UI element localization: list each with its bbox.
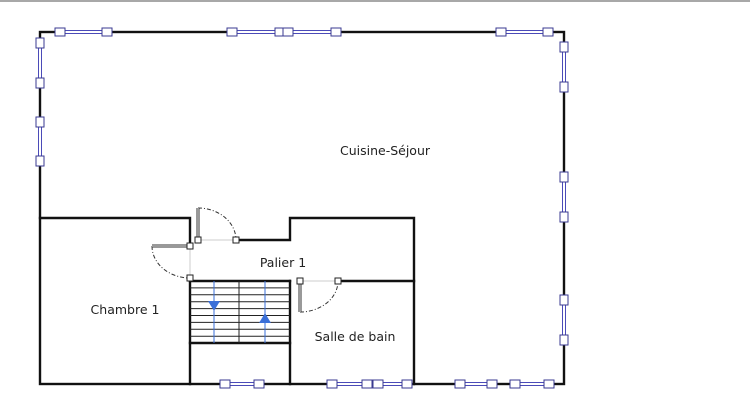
window <box>226 27 286 37</box>
window-gap <box>378 381 407 387</box>
window-gap <box>60 29 107 35</box>
window-jamb <box>219 379 231 389</box>
window <box>54 27 113 37</box>
window-jamb <box>486 379 498 389</box>
window <box>495 27 554 37</box>
palier-wall-top <box>234 216 416 386</box>
door-jamb <box>232 236 240 244</box>
window-jamb <box>101 27 113 37</box>
window <box>454 379 498 389</box>
window-jamb <box>559 334 569 346</box>
door-jamb <box>186 242 194 250</box>
staircase <box>190 281 290 343</box>
window <box>372 379 413 389</box>
exterior-wall <box>38 30 566 386</box>
window-gap <box>332 381 367 387</box>
window <box>559 41 569 93</box>
window-jamb <box>282 27 294 37</box>
window-gap <box>501 29 548 35</box>
window-gap <box>561 177 567 217</box>
window-gap <box>561 47 567 87</box>
walls <box>38 30 566 386</box>
window-jamb <box>509 379 521 389</box>
window-jamb <box>559 211 569 223</box>
window-jamb <box>361 379 373 389</box>
door-swing-arc <box>151 245 191 279</box>
window-gap <box>561 300 567 340</box>
top-border <box>0 0 750 2</box>
window-jamb <box>542 27 554 37</box>
door-jamb <box>296 277 304 285</box>
room-label-chambre: Chambre 1 <box>91 302 160 317</box>
window-jamb <box>559 171 569 183</box>
doors <box>151 207 342 313</box>
chambre-wall-top <box>38 216 192 248</box>
window-jamb <box>454 379 466 389</box>
window <box>35 116 45 167</box>
window-jamb <box>54 27 66 37</box>
door-swing-arc <box>299 280 339 313</box>
window-jamb <box>543 379 555 389</box>
door-jamb <box>334 277 342 285</box>
window-jamb <box>559 41 569 53</box>
window-jamb <box>330 27 342 37</box>
stair-arrow-up-icon <box>259 313 271 323</box>
window <box>35 37 45 89</box>
window-gap <box>37 122 43 161</box>
window-jamb <box>35 155 45 167</box>
door-jamb <box>194 236 202 244</box>
window-jamb <box>35 116 45 128</box>
window-jamb <box>226 27 238 37</box>
door-sejour <box>194 207 240 244</box>
windows <box>35 27 569 389</box>
window-jamb <box>559 81 569 93</box>
room-label-palier: Palier 1 <box>260 255 306 270</box>
window <box>559 171 569 223</box>
window <box>326 379 373 389</box>
window-jamb <box>326 379 338 389</box>
window-jamb <box>372 379 384 389</box>
room-label-cuisine-sejour: Cuisine-Séjour <box>340 143 431 158</box>
door-chambre <box>151 242 194 282</box>
window-gap <box>37 43 43 83</box>
window-jamb <box>35 37 45 49</box>
window-jamb <box>35 77 45 89</box>
window <box>282 27 342 37</box>
window-jamb <box>559 294 569 306</box>
window-gap <box>288 29 336 35</box>
door-jamb <box>186 274 194 282</box>
window <box>509 379 555 389</box>
window-gap <box>232 29 280 35</box>
stair-arrow-down-icon <box>208 301 220 311</box>
room-label-salle-de-bain: Salle de bain <box>315 329 396 344</box>
window-gap <box>460 381 492 387</box>
window-jamb <box>401 379 413 389</box>
window-jamb <box>253 379 265 389</box>
door-swing-arc <box>197 207 237 241</box>
door-salle-de-bain <box>296 277 342 313</box>
window <box>219 379 265 389</box>
window-jamb <box>495 27 507 37</box>
window <box>559 294 569 346</box>
window-gap <box>515 381 549 387</box>
window-gap <box>225 381 259 387</box>
